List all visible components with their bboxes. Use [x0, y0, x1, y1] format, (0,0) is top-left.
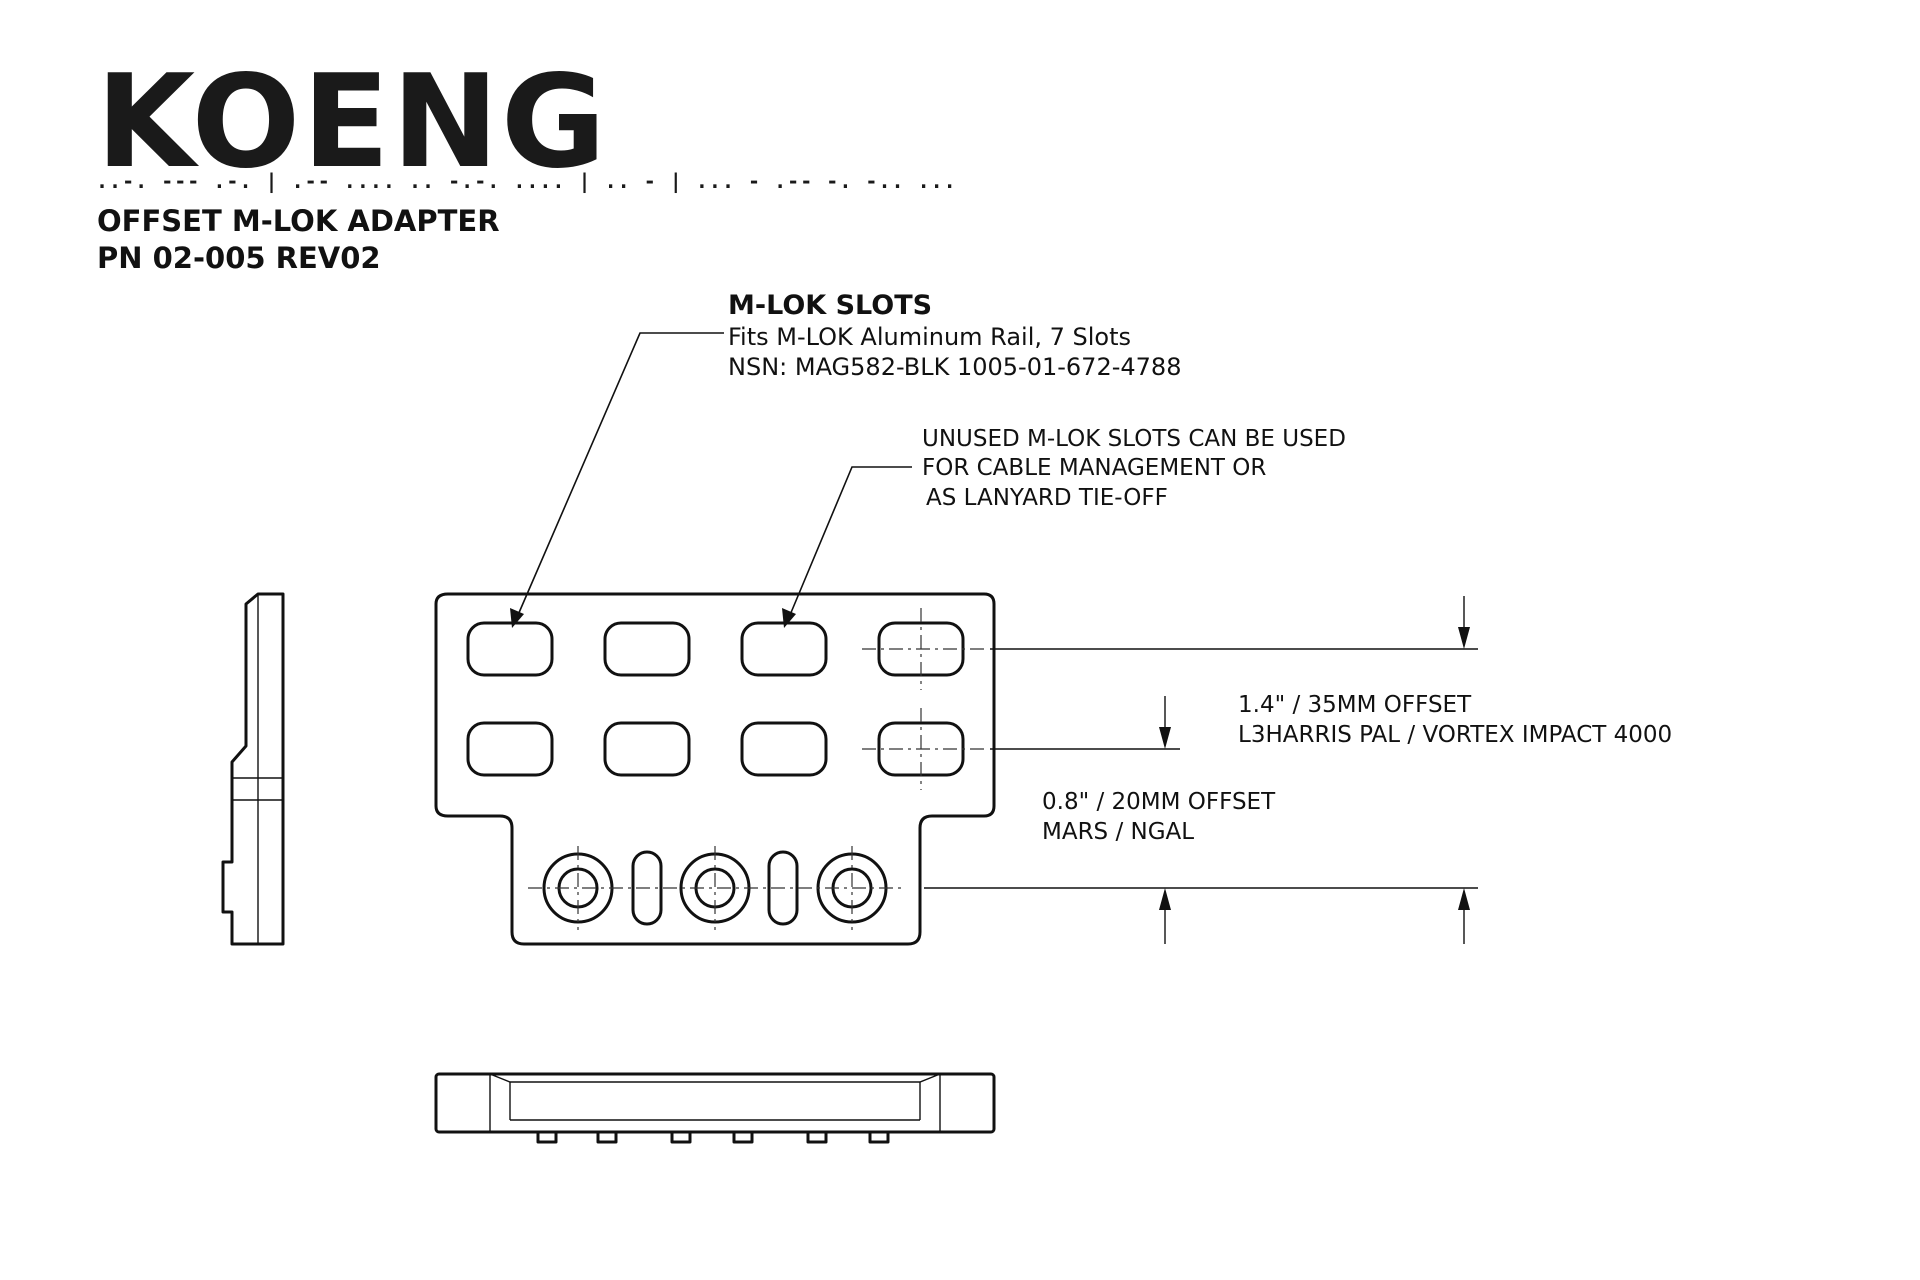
- offset-35-line2: L3HARRIS PAL / VORTEX IMPACT 4000: [1238, 722, 1672, 748]
- offset-20-callout: 0.8" / 20MM OFFSET MARS / NGAL: [1042, 789, 1276, 845]
- unused-line1: UNUSED M-LOK SLOTS CAN BE USED: [922, 426, 1346, 452]
- offset-20-line1: 0.8" / 20MM OFFSET: [1042, 789, 1276, 815]
- mlok-slot: [466, 721, 554, 777]
- mlok-slot: [740, 721, 828, 777]
- dimension-arrow-icon: [510, 608, 524, 628]
- top-view-lug: [806, 1130, 828, 1144]
- part-number: PN 02-005 REV02: [97, 241, 381, 275]
- plate-outline: [434, 592, 996, 946]
- unused-slots-callout: UNUSED M-LOK SLOTS CAN BE USED FOR CABLE…: [922, 426, 1346, 511]
- top-view-lug: [732, 1130, 754, 1144]
- koeng-logo: KOENG ..-. --- .-. | .-- .... .. -.-. ..…: [96, 48, 957, 197]
- side-view: [221, 592, 285, 946]
- dimension-arrow-icon: [1159, 727, 1171, 749]
- front-view: [434, 592, 996, 946]
- unused-leader: [789, 466, 912, 616]
- unused-line2: FOR CABLE MANAGEMENT OR: [922, 455, 1266, 481]
- mlok-line1: Fits M-LOK Aluminum Rail, 7 Slots: [728, 323, 1131, 351]
- dimension-arrow-icon: [1458, 627, 1470, 649]
- crosshair-icon: [528, 846, 902, 930]
- mounting-slot: [767, 850, 799, 926]
- mlok-callout: M-LOK SLOTS Fits M-LOK Aluminum Rail, 7 …: [728, 290, 1181, 381]
- crosshair-icon: [862, 608, 988, 790]
- mlok-leader: [517, 332, 724, 616]
- dimension-arrow-icon: [782, 608, 796, 628]
- title-block: OFFSET M-LOK ADAPTER PN 02-005 REV02: [97, 204, 500, 275]
- mlok-slot: [740, 621, 828, 677]
- top-view: [434, 1072, 996, 1144]
- offset-35-line1: 1.4" / 35MM OFFSET: [1238, 692, 1472, 718]
- dimension-arrow-icon: [1458, 888, 1470, 910]
- offset-35-callout: 1.4" / 35MM OFFSET L3HARRIS PAL / VORTEX…: [1238, 692, 1672, 748]
- mlok-line2: NSN: MAG582-BLK 1005-01-672-4788: [728, 353, 1181, 381]
- top-view-outline: [434, 1072, 996, 1134]
- offset-20-line2: MARS / NGAL: [1042, 819, 1194, 845]
- mlok-slot: [466, 621, 554, 677]
- logo-morse: ..-. --- .-. | .-- .... .. -.-. .... | .…: [96, 169, 957, 193]
- mlok-slot: [603, 721, 691, 777]
- top-view-lug: [596, 1130, 618, 1144]
- unused-line3: AS LANYARD TIE-OFF: [926, 485, 1168, 511]
- dimensions: [924, 596, 1478, 944]
- mlok-slots-grid: [466, 621, 965, 777]
- product-name: OFFSET M-LOK ADAPTER: [97, 204, 500, 238]
- top-view-lug: [868, 1130, 890, 1144]
- top-view-chamfer: [489, 1073, 941, 1083]
- mlok-heading: M-LOK SLOTS: [728, 290, 932, 321]
- top-view-lug: [670, 1130, 692, 1144]
- side-view-outline: [221, 592, 285, 946]
- logo-brand: KOENG: [96, 48, 608, 197]
- top-view-lug: [536, 1130, 558, 1144]
- mlok-slot: [603, 621, 691, 677]
- dimension-arrow-icon: [1159, 888, 1171, 910]
- mounting-slot: [631, 850, 663, 926]
